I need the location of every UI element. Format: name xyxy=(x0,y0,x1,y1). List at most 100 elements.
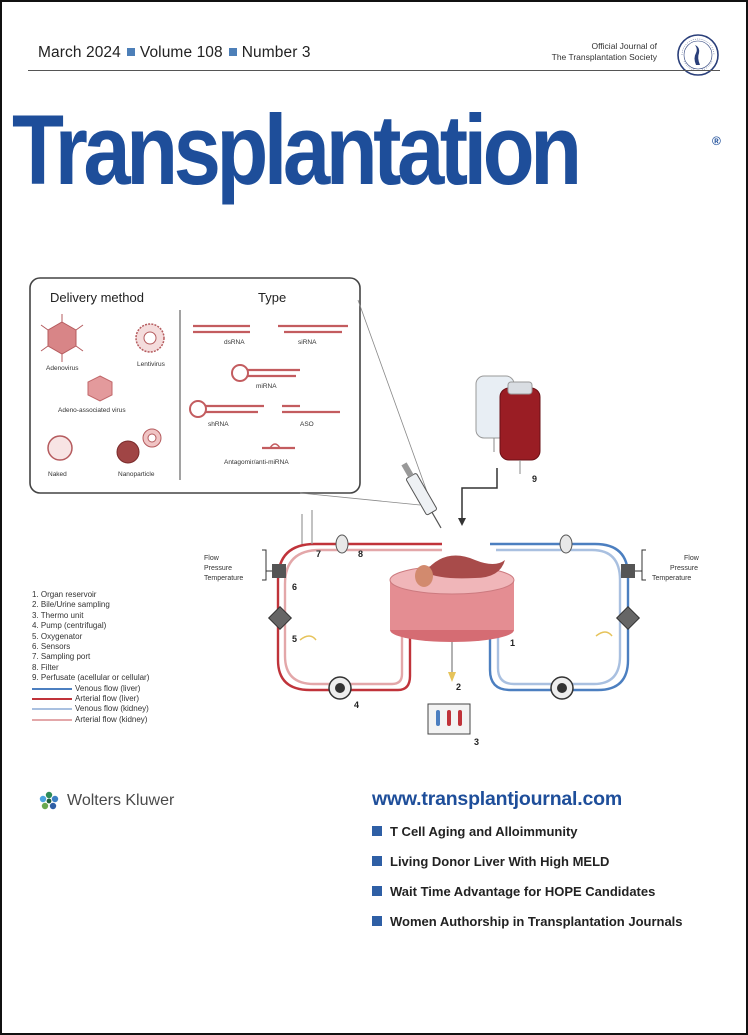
oxygenator-icon-right xyxy=(615,605,641,631)
venous-loop xyxy=(488,542,630,692)
bullet-square xyxy=(372,916,382,926)
thermo-unit-icon xyxy=(427,703,471,735)
legend-item: 4. Pump (centrifugal) xyxy=(32,621,107,631)
issue-date: March 2024 xyxy=(38,44,121,61)
type-label-2: miRNA xyxy=(256,383,277,390)
official-line-1: Official Journal of xyxy=(591,41,657,51)
perfusate-bags-icon xyxy=(475,375,541,474)
sensor-icon-right xyxy=(621,564,635,578)
journal-title: Transplantation xyxy=(12,94,582,205)
issue-volume: Volume 108 xyxy=(139,44,223,61)
official-line-2: The Transplantation Society xyxy=(551,52,657,62)
number-9: 9 xyxy=(532,474,537,484)
aav-icon xyxy=(87,375,113,402)
perfusion-figure: Delivery method Type Adenovirus Lentivir… xyxy=(29,277,700,747)
oxygenator-icon-left xyxy=(267,605,293,631)
issue-number: Number 3 xyxy=(241,44,311,61)
separator-square xyxy=(228,48,237,56)
legend-flow-arterial-kidney: Arterial flow (kidney) xyxy=(32,715,149,725)
publisher-name: Wolters Kluwer xyxy=(67,792,175,809)
type-label-4: ASO xyxy=(300,421,314,428)
highlight-text: Living Donor Liver With High MELD xyxy=(390,854,610,869)
issue-info: March 2024 Volume 108 Number 3 xyxy=(38,44,311,62)
highlight-item: T Cell Aging and Alloimmunity xyxy=(372,824,702,839)
legend-flow-venous-kidney: Venous flow (kidney) xyxy=(32,704,149,714)
highlight-item: Living Donor Liver With High MELD xyxy=(372,854,702,869)
type-label-5: Antagomir/anti-miRNA xyxy=(224,459,289,466)
number-5: 5 xyxy=(292,634,297,644)
pump-icon-right xyxy=(550,676,574,700)
wolters-kluwer-logo-icon xyxy=(39,791,59,810)
highlight-item: Women Authorship in Transplantation Jour… xyxy=(372,914,702,929)
venous-liver-line xyxy=(32,687,72,690)
registered-mark: ® xyxy=(712,134,721,148)
sampling-port-icon xyxy=(301,510,313,544)
delivery-label-0: Adenovirus xyxy=(46,365,79,372)
syringe-icon xyxy=(401,462,442,529)
type-label-1: siRNA xyxy=(298,339,317,346)
legend-item: 2. Bile/Urine sampling xyxy=(32,600,110,610)
header-rule xyxy=(28,70,720,71)
delivery-label-2: Adeno-associated virus xyxy=(58,407,126,414)
filter-icon-right xyxy=(559,534,573,554)
legend-item: 8. Filter xyxy=(32,662,59,672)
number-2: 2 xyxy=(456,682,461,692)
inset-box xyxy=(29,277,361,494)
legend-item: 9. Perfusate (acellular or cellular) xyxy=(32,673,150,683)
bullet-square xyxy=(372,856,382,866)
legend-item: 7. Sampling port xyxy=(32,652,91,662)
naked-icon xyxy=(47,435,73,461)
bullet-square xyxy=(372,886,382,896)
sensor-left-pressure: Pressure xyxy=(204,565,232,572)
legend-item: 5. Oxygenator xyxy=(32,631,83,641)
number-6: 6 xyxy=(292,582,297,592)
delivery-title: Delivery method xyxy=(50,290,144,305)
venous-kidney-line xyxy=(32,708,72,711)
type-label-3: shRNA xyxy=(208,421,229,428)
number-8: 8 xyxy=(358,549,363,559)
legend-flow-label: Venous flow (liver) xyxy=(75,683,141,693)
number-7: 7 xyxy=(316,549,321,559)
adenovirus-icon xyxy=(40,314,84,362)
arterial-loop xyxy=(276,542,442,692)
pump-icon-left xyxy=(328,676,352,700)
highlight-item: Wait Time Advantage for HOPE Candidates xyxy=(372,884,702,899)
delivery-label-3: Naked xyxy=(48,471,67,478)
highlight-text: Women Authorship in Transplantation Jour… xyxy=(390,914,683,929)
type-label-0: dsRNA xyxy=(224,339,245,346)
official-journal-note: Official Journal of The Transplantation … xyxy=(552,41,657,63)
legend-flow-label: Venous flow (kidney) xyxy=(75,704,149,714)
sensor-icon-left xyxy=(272,564,286,578)
delivery-label-1: Lentivirus xyxy=(137,361,166,368)
type-title: Type xyxy=(258,290,286,305)
arterial-kidney-line xyxy=(32,718,72,721)
legend-flow-venous-liver: Venous flow (liver) xyxy=(32,684,149,694)
arterial-liver-line xyxy=(32,697,72,700)
legend-item: 1. Organ reservoir xyxy=(32,590,97,599)
sensor-right-flow: Flow xyxy=(684,555,700,562)
sensor-left-temperature: Temperature xyxy=(204,575,243,582)
number-1: 1 xyxy=(510,638,515,648)
separator-square xyxy=(126,48,135,56)
highlight-text: T Cell Aging and Alloimmunity xyxy=(390,824,578,839)
number-3: 3 xyxy=(474,737,479,747)
lentivirus-icon xyxy=(135,323,165,353)
website-link[interactable]: www.transplantjournal.com xyxy=(372,788,622,810)
nanoparticle-icon xyxy=(116,428,162,464)
legend-flow-arterial-liver: Arterial flow (liver) xyxy=(32,694,149,704)
bullet-square xyxy=(372,826,382,836)
sensor-right-temperature: Temperature xyxy=(652,575,691,582)
filter-icon-left xyxy=(335,534,349,554)
legend-item: 3. Thermo unit xyxy=(32,610,84,620)
delivery-label-4: Nanoparticle xyxy=(118,471,155,478)
highlight-text: Wait Time Advantage for HOPE Candidates xyxy=(390,884,656,899)
sensor-left-flow: Flow xyxy=(204,555,220,562)
figure-legend: 1. Organ reservoir 2. Bile/Urine samplin… xyxy=(32,590,149,725)
legend-flow-label: Arterial flow (kidney) xyxy=(75,714,148,724)
sensor-right-pressure: Pressure xyxy=(670,565,698,572)
organ-reservoir-icon xyxy=(389,555,515,642)
publisher-block: Wolters Kluwer xyxy=(38,790,174,812)
number-4: 4 xyxy=(354,700,359,710)
legend-flow-label: Arterial flow (liver) xyxy=(75,694,140,704)
cover-highlights: T Cell Aging and Alloimmunity Living Don… xyxy=(372,824,702,944)
